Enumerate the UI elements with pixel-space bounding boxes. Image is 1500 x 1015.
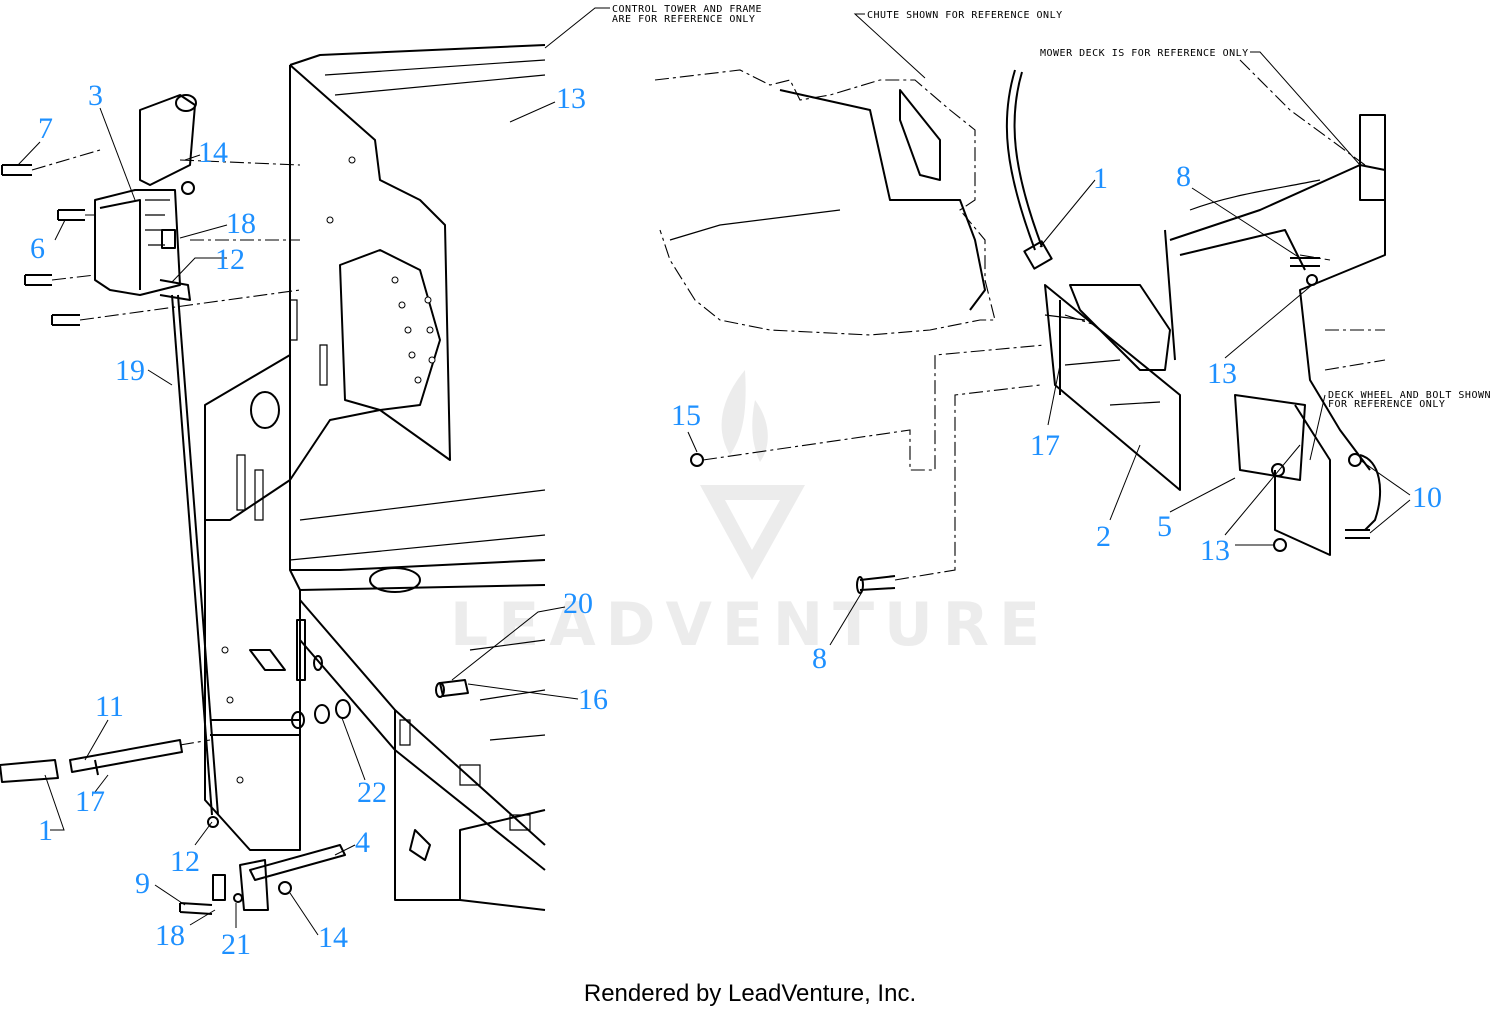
- note-mower-deck: MOWER DECK IS FOR REFERENCE ONLY: [1040, 48, 1249, 59]
- callout-10: 10: [1412, 481, 1442, 514]
- note-control-tower-1: CONTROL TOWER AND FRAME: [612, 4, 762, 15]
- reference-notes: CONTROL TOWER AND FRAME ARE FOR REFERENC…: [544, 4, 1491, 461]
- shoulder-bolt-16: [439, 679, 469, 697]
- lift-rod: [171, 294, 213, 816]
- frame-and-control-tower: [204, 44, 546, 911]
- lift-handle-assembly: [0, 94, 469, 915]
- callout-12: 12: [170, 845, 200, 878]
- bolt-6: [57, 209, 85, 221]
- frame-holes: [221, 156, 436, 784]
- callout-labels: 7 3 14 6 18 12 13 19 20 16 11 22 17 1 12…: [30, 79, 1442, 961]
- callout-13: 13: [556, 82, 586, 115]
- plate-5: [1234, 394, 1306, 481]
- callout-19: 19: [115, 354, 145, 387]
- callout-22: 22: [357, 776, 387, 809]
- chute-and-deck: [654, 59, 1386, 594]
- callout-13: 13: [1207, 357, 1237, 390]
- handle-bracket: [94, 189, 181, 296]
- callout-8: 8: [1176, 160, 1191, 193]
- handle-grip: [139, 94, 196, 186]
- deflector-2: [1044, 284, 1181, 491]
- callout-7: 7: [38, 112, 53, 145]
- callout-4: 4: [355, 826, 370, 859]
- callout-1: 1: [38, 814, 53, 847]
- bolt-7: [1, 164, 32, 176]
- watermark-text: LEADVENTURE: [450, 590, 1050, 660]
- note-deck-wheel-1: DECK WHEEL AND BOLT SHOWN: [1328, 390, 1491, 401]
- callout-13: 13: [1200, 534, 1230, 567]
- frame-opening: [369, 567, 421, 593]
- callout-12: 12: [215, 243, 245, 276]
- callout-leaders: [17, 101, 1411, 936]
- cable-1: [1005, 69, 1036, 251]
- bolt-8: [859, 575, 896, 591]
- flame-logo-icon: [700, 370, 805, 580]
- callout-2: 2: [1096, 520, 1111, 553]
- callout-18: 18: [155, 919, 185, 952]
- callout-11: 11: [95, 690, 124, 723]
- callout-14: 14: [318, 921, 348, 954]
- callout-17: 17: [75, 785, 105, 818]
- note-chute: CHUTE SHOWN FOR REFERENCE ONLY: [867, 10, 1063, 21]
- link-4: [249, 844, 346, 881]
- callout-20: 20: [563, 587, 593, 620]
- hinge-bracket: [1069, 284, 1171, 371]
- nut-15: [690, 453, 704, 467]
- note-control-tower-2: ARE FOR REFERENCE ONLY: [612, 14, 755, 25]
- callout-5: 5: [1157, 510, 1172, 543]
- callout-6: 6: [30, 232, 45, 265]
- note-deck-wheel-2: FOR REFERENCE ONLY: [1328, 399, 1445, 410]
- callout-14: 14: [198, 136, 228, 169]
- callout-21: 21: [221, 928, 251, 961]
- callout-16: 16: [578, 683, 608, 716]
- callout-17: 17: [1030, 429, 1060, 462]
- footer-credit: Rendered by LeadVenture, Inc.: [583, 980, 917, 1007]
- callout-8: 8: [812, 642, 827, 675]
- callout-1: 1: [1093, 162, 1108, 195]
- callout-15: 15: [671, 399, 701, 432]
- watermark: LEADVENTURE: [450, 370, 1050, 660]
- callout-9: 9: [135, 867, 150, 900]
- shaft-11: [69, 739, 183, 773]
- pin-1: [0, 759, 59, 783]
- callout-18: 18: [226, 207, 256, 240]
- callout-3: 3: [88, 79, 103, 112]
